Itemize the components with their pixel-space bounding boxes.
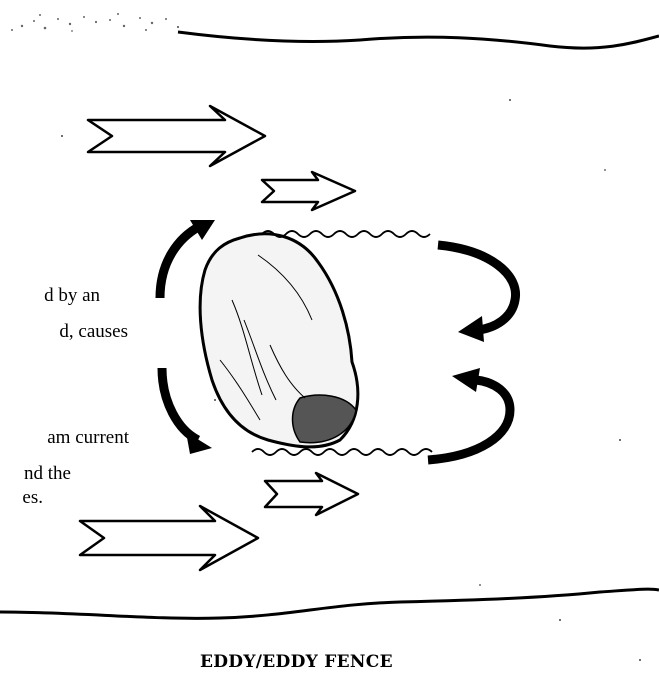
scan-speckles bbox=[11, 13, 179, 32]
eddy-fence-upper bbox=[262, 231, 430, 237]
current-arrow-lower-large bbox=[80, 506, 258, 570]
deflection-arrow-lower-left bbox=[162, 368, 212, 454]
bottom-riverbank bbox=[0, 589, 659, 618]
text-line-1: d by an bbox=[0, 284, 100, 308]
text-line-5: es. bbox=[0, 486, 43, 510]
diagram-caption: EDDY/EDDY FENCE bbox=[200, 652, 393, 672]
eddy-fence-lower bbox=[252, 449, 432, 455]
current-arrow-upper-large bbox=[88, 106, 265, 166]
eddy-arrow-lower-right bbox=[428, 368, 510, 460]
eddy-arrow-upper-right bbox=[438, 245, 516, 342]
text-line-2: d, causes bbox=[0, 320, 128, 344]
current-arrow-upper-small bbox=[262, 172, 355, 210]
top-riverbank bbox=[178, 32, 659, 48]
rock bbox=[200, 234, 358, 447]
text-line-4: nd the bbox=[0, 462, 71, 486]
text-line-3: am current bbox=[0, 426, 129, 450]
current-arrow-lower-small bbox=[265, 473, 358, 515]
